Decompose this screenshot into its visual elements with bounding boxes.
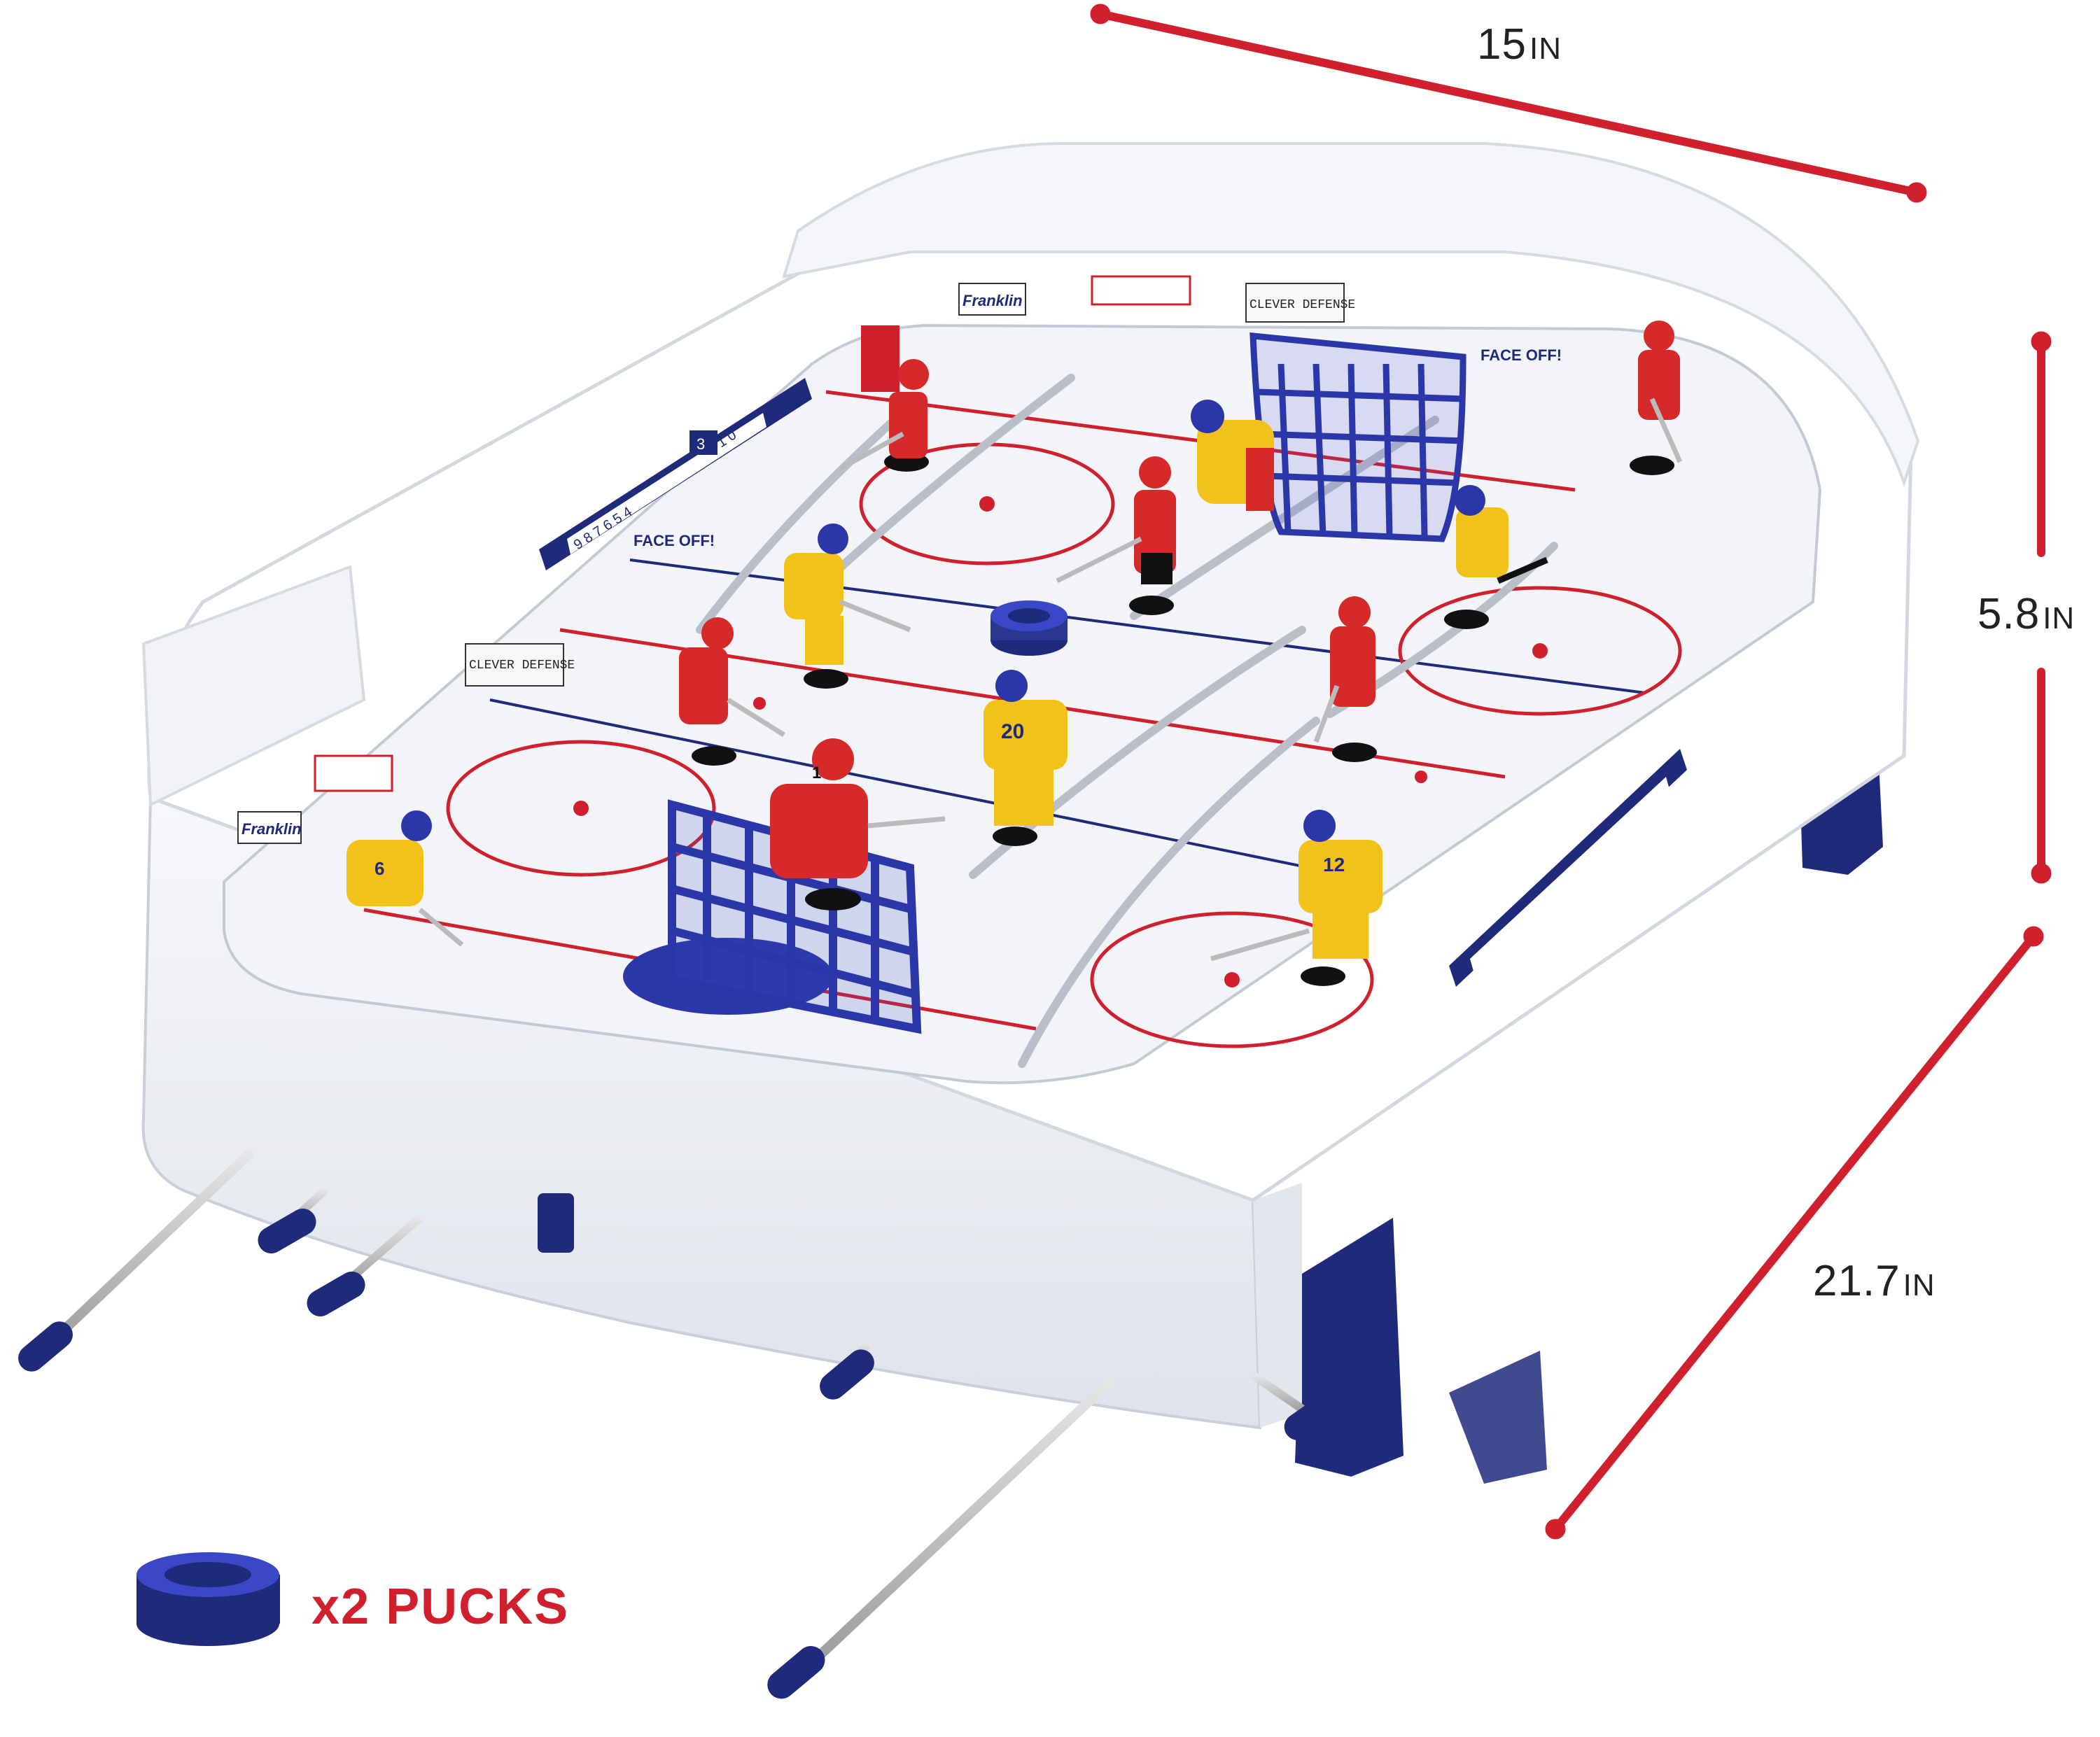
brand-logo-back: Franklin	[962, 292, 1023, 309]
dimension-width-value: 15	[1477, 20, 1527, 69]
faceoff-sign-left: FACE OFF!	[634, 532, 715, 549]
clever-defense-sign-back: CLEVER DEFENSE	[1250, 298, 1355, 312]
player-yellow-6[interactable]	[346, 810, 464, 947]
rod-handles[interactable]	[13, 1193, 1345, 1705]
jersey-number-20: 20	[1001, 720, 1024, 743]
player-red-2[interactable]	[1056, 456, 1176, 615]
score-counter[interactable]	[539, 378, 812, 570]
player-red-3[interactable]	[679, 617, 785, 766]
jersey-number-12: 12	[1323, 854, 1345, 875]
jersey-number-1: 1	[812, 764, 821, 782]
player-yellow-1[interactable]	[784, 523, 911, 689]
dimension-width-unit: IN	[1529, 31, 1562, 66]
dimension-depth-unit: IN	[1903, 1268, 1935, 1302]
player-red-1[interactable]	[839, 359, 929, 472]
goal-back	[1250, 332, 1466, 542]
brand-logo-front: Franklin	[241, 820, 302, 838]
faceoff-sign-right: FACE OFF!	[1480, 346, 1562, 364]
score-current: 3	[696, 435, 705, 453]
pucks-count-label: x2 PUCKS	[312, 1579, 570, 1635]
clever-defense-sign-side: CLEVER DEFENSE	[469, 659, 575, 673]
dimension-height-value: 5.8	[1977, 590, 2040, 638]
center-puck	[990, 600, 1068, 656]
dimension-line-height	[2031, 331, 2052, 884]
dimension-depth-value: 21.7	[1813, 1257, 1900, 1305]
jersey-number-6: 6	[374, 858, 384, 879]
player-yellow-20[interactable]	[983, 670, 1068, 846]
player-red-goalie[interactable]	[770, 738, 946, 910]
player-red-5[interactable]	[1630, 321, 1683, 475]
dimension-depth-label: 21.7IN	[1813, 1256, 1935, 1306]
dimension-width-label: 15IN	[1477, 20, 1562, 69]
dimension-line-depth	[1545, 926, 2044, 1540]
score-counter-right[interactable]	[1449, 749, 1687, 987]
player-yellow-goalie[interactable]	[1191, 400, 1274, 511]
player-red-4[interactable]	[1313, 596, 1377, 762]
player-yellow-12[interactable]	[1210, 810, 1382, 986]
dimension-height-unit: IN	[2043, 601, 2076, 635]
dimension-height-label: 5.8IN	[1977, 589, 2075, 639]
rink-signs	[237, 275, 1345, 844]
dimension-line-width	[1090, 3, 1927, 203]
player-yellow-2[interactable]	[1444, 485, 1548, 629]
puck-icon	[136, 1552, 280, 1646]
